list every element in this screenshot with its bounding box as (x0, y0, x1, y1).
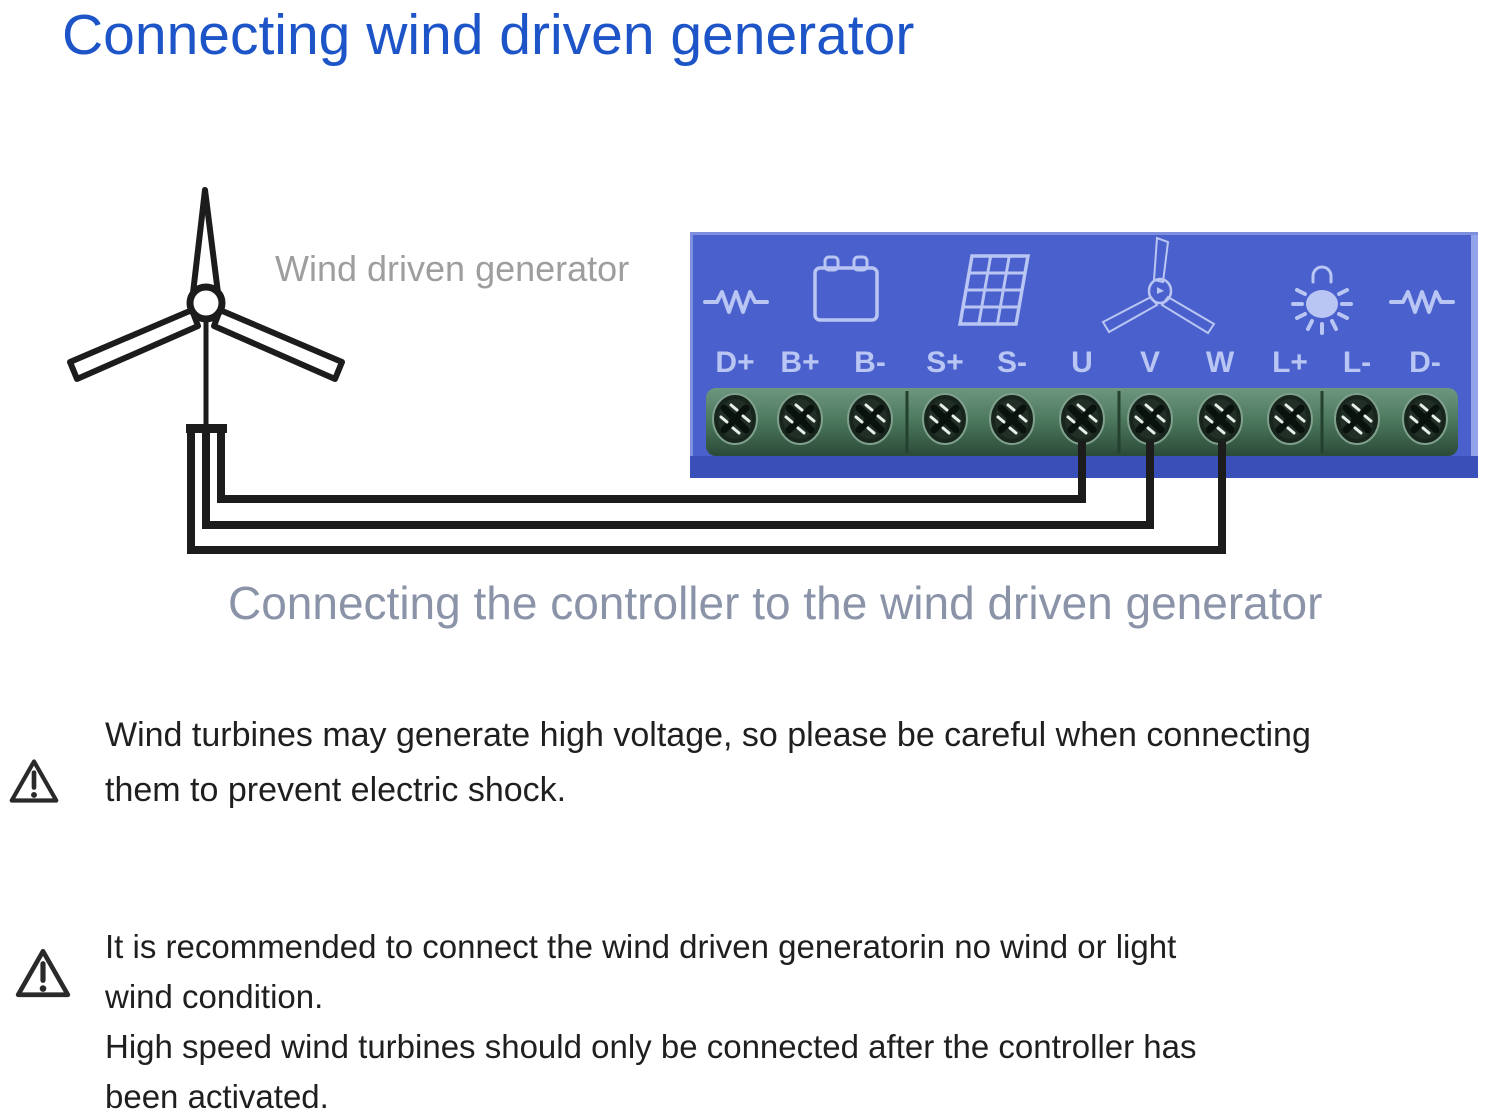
terminal-strip-graphic (706, 388, 1458, 456)
resistor-icon (703, 290, 769, 314)
terminal-screw (1127, 393, 1173, 445)
solar-panel-icon (957, 254, 1031, 326)
warning-triangle-icon (15, 948, 71, 998)
controller-terminal-panel: D+ B+ B- S+ S- U V W L+ L- D- (690, 232, 1478, 478)
terminal-screw (1197, 393, 1243, 445)
panel-lower-band (690, 456, 1478, 478)
wind-turbine-drawing (67, 187, 345, 433)
turbine-blade-right (211, 307, 345, 382)
terminal-label-w: W (1205, 346, 1235, 379)
terminal-label-d-minus: D- (1409, 346, 1441, 379)
warning-triangle-icon (9, 759, 59, 803)
terminal-label-v: V (1139, 346, 1160, 379)
terminal-label-d-plus: D+ (715, 346, 755, 379)
terminal-screw (847, 393, 893, 445)
warning-text-high-voltage: Wind turbines may generate high voltage,… (105, 716, 1311, 809)
turbine-blade-left (67, 307, 201, 382)
turbine-blade-top (190, 187, 221, 296)
terminal-screw (1402, 393, 1448, 445)
terminal-label-u: U (1071, 346, 1093, 379)
terminal-screw (777, 393, 823, 445)
terminal-label-s-minus: S- (997, 346, 1027, 379)
terminal-label-l-plus: L+ (1272, 346, 1308, 379)
terminal-screw (989, 393, 1035, 445)
terminal-label-l-minus: L- (1342, 346, 1372, 379)
terminal-strip (706, 388, 1458, 456)
terminal-screw (922, 393, 968, 445)
diagram-caption: Connecting the controller to the wind dr… (228, 577, 1323, 629)
warning-text-connection-advice: It is recommended to connect the wind dr… (105, 928, 1197, 1112)
lamp-icon (1291, 265, 1353, 335)
terminal-screw (1059, 393, 1105, 445)
terminal-label-b-plus: B+ (780, 346, 820, 379)
turbine-base-cap (186, 424, 227, 433)
resistor-icon (1389, 290, 1455, 314)
generator-label: Wind driven generator (275, 248, 630, 289)
terminal-label-b-minus: B- (854, 346, 886, 379)
terminal-screw (712, 393, 758, 445)
terminal-screw (1334, 393, 1380, 445)
terminal-label-s-plus: S+ (926, 346, 964, 379)
page-title: Connecting wind driven generator (62, 3, 915, 67)
panel-icon-row (703, 236, 1455, 335)
battery-icon (813, 255, 879, 322)
turbine-hub (186, 283, 226, 323)
wind-turbine-icon (1101, 236, 1216, 335)
terminal-screw (1267, 393, 1313, 445)
